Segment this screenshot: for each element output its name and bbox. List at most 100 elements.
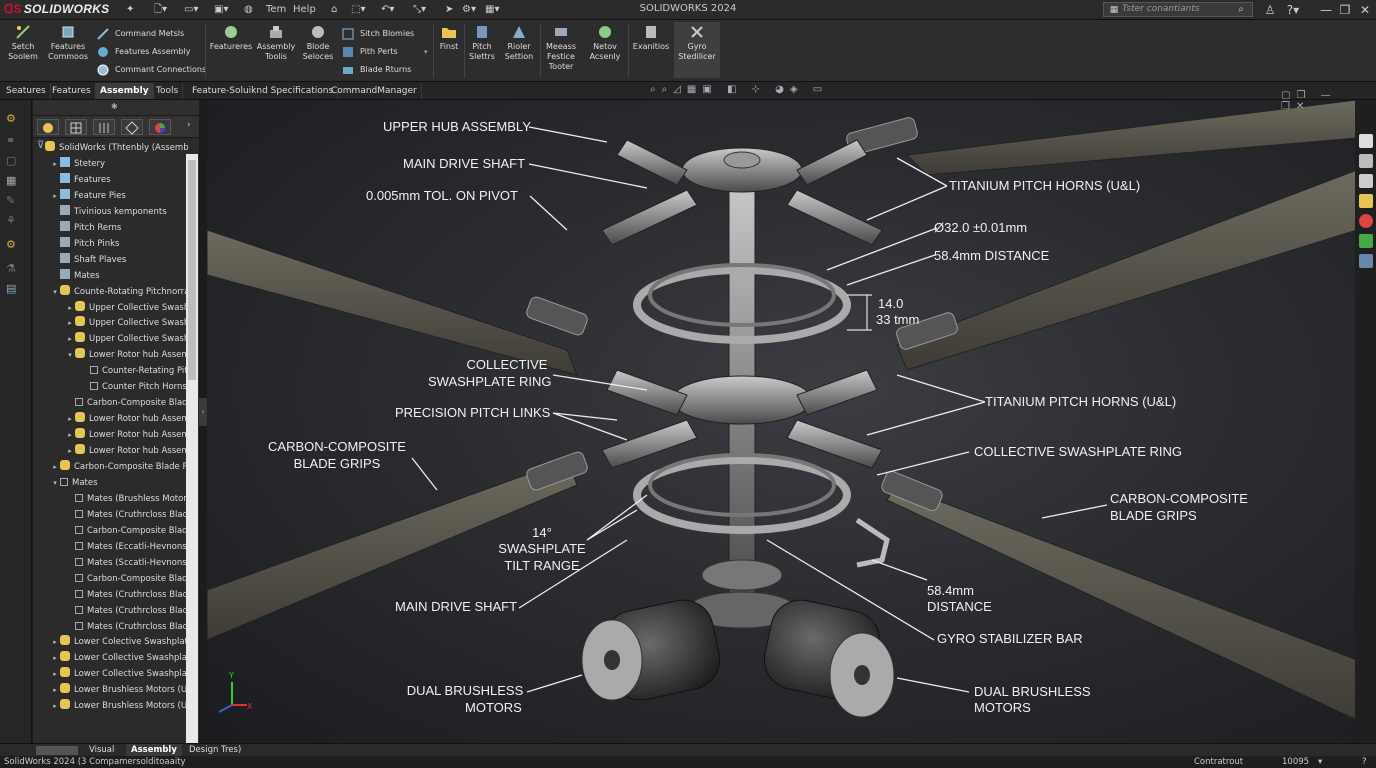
user-icon[interactable]: ♙ [1264, 3, 1276, 17]
tree-scrollbar-thumb[interactable] [188, 160, 196, 380]
expand-arrow-icon[interactable]: ▸ [53, 686, 57, 695]
file-explorer-icon[interactable] [1359, 194, 1373, 208]
select-tool-icon[interactable]: ⤡▾ [413, 4, 427, 15]
expand-arrow-icon[interactable]: ▾ [53, 287, 57, 296]
undo-icon[interactable]: ↶▾ [381, 4, 395, 15]
tab-assembly[interactable]: Assembly [96, 83, 154, 99]
tree-item[interactable]: Pitch Rerns [50, 220, 188, 236]
sketch-button[interactable]: Setch Soolem [4, 24, 42, 62]
home-pane-icon[interactable] [1359, 134, 1373, 148]
rioler-section-button[interactable]: Rioler Settion [502, 24, 536, 62]
design-library-icon[interactable] [1359, 174, 1373, 188]
tree-item[interactable]: ▸Stetery [50, 156, 188, 172]
tree-item[interactable]: Counter Pitch Horns [80, 379, 188, 395]
tree-item[interactable]: ▸Upper Collective Swashpl... [65, 331, 188, 347]
graphics-viewport[interactable]: UPPER HUB ASSEMBLY MAIN DRIVE SHAFT 0.00… [207, 90, 1357, 743]
expand-arrow-icon[interactable]: ▾ [68, 351, 72, 360]
new-file-icon[interactable]: 🗋▾ [154, 4, 168, 15]
bom-icon[interactable]: ▤ [6, 282, 17, 295]
horizontal-scrollbar[interactable] [36, 746, 78, 755]
tree-item[interactable]: ▾Lower Rotor hub Assemb... [65, 347, 188, 363]
panel-more-arrow-icon[interactable]: › [187, 120, 191, 130]
rebuild-icon[interactable]: ⬚▾ [351, 4, 366, 15]
tree-item[interactable]: Mates (Cruthrcloss Blads... [65, 587, 188, 603]
tree-item[interactable]: Counter-Retating Pitc... [80, 363, 188, 379]
explode-icon[interactable]: ⚗ [6, 262, 16, 275]
tree-item[interactable]: Carbon-Composite Blade... [65, 395, 188, 411]
custom-properties-icon[interactable] [1359, 254, 1373, 268]
commant-connections-button[interactable]: Commant Connections [97, 62, 206, 78]
features-commands-button[interactable]: Features Commoos [44, 24, 92, 62]
restore-button[interactable]: ❐ [1339, 3, 1351, 17]
appearance-tab-icon[interactable] [149, 119, 171, 135]
panel-collapse-icon[interactable]: ✱ [111, 102, 118, 111]
exanitios-button[interactable]: Exanitios [630, 24, 672, 52]
bottom-tab-visual[interactable]: Visual [89, 745, 115, 755]
tree-item[interactable]: ▾Mates [50, 475, 188, 491]
gyro-stabilizer-button[interactable]: Gyro Stedilicer [674, 22, 720, 78]
save-icon[interactable]: ▣▾ [214, 4, 229, 15]
status-zoom[interactable]: 10095 [1282, 757, 1310, 767]
globe-icon[interactable]: ◍ [244, 4, 253, 15]
assembly-tool-icon[interactable]: ⚙ [6, 238, 16, 251]
configuration-manager-tab-icon[interactable] [93, 119, 115, 135]
measure-feature-tools-button[interactable]: Meeass Festice Tooter [542, 24, 580, 72]
tree-item[interactable]: SolidWorks (Thtenbly (Assembly... [35, 140, 188, 156]
collapse-panel-icon[interactable]: ‹ [199, 398, 207, 426]
expand-arrow-icon[interactable]: ▸ [53, 654, 57, 663]
tree-item[interactable]: ▸Lower Brushless Motors (UR... [50, 698, 188, 714]
tab-seatures[interactable]: Seatures [2, 83, 51, 99]
finst-button[interactable]: Finst [436, 24, 462, 52]
expand-arrow-icon[interactable]: ▸ [53, 670, 57, 679]
tree-item[interactable]: ▸Lower Collective Swashplats... [50, 650, 188, 666]
sketch-tool-icon[interactable]: ✎ [6, 194, 16, 207]
resources-pane-icon[interactable] [1359, 154, 1373, 168]
tree-item[interactable]: ▸Carbon-Composite Blade Roo... [50, 459, 188, 475]
tree-item[interactable]: Features [50, 172, 188, 188]
tree-item[interactable]: Mates (Sccatli-Hevnonsis... [65, 555, 188, 571]
expand-arrow-icon[interactable]: ▸ [53, 463, 57, 471]
tab-features[interactable]: Features [48, 83, 96, 99]
tab-tools[interactable]: Tools [152, 83, 184, 99]
feature-manager-tab-icon[interactable] [37, 119, 59, 135]
open-folder-icon[interactable]: ▭▾ [184, 4, 199, 15]
blade-selects-button[interactable]: Blode Seloces [299, 24, 337, 62]
tree-item[interactable]: Mates (Cruthrcloss Blade... [65, 507, 188, 523]
smart-mate-icon[interactable]: ⚙ [6, 112, 16, 125]
close-button[interactable]: ✕ [1359, 3, 1371, 17]
expand-arrow-icon[interactable]: ▸ [53, 159, 57, 168]
quick-access-label-help[interactable]: Help [293, 4, 316, 15]
tab-feature-specifications[interactable]: Feature-Soluiknd Specifications [188, 83, 339, 99]
panel-splitter[interactable]: ‹ [199, 100, 207, 743]
stitch-blomies-button[interactable]: Sitch Blomies [342, 26, 414, 42]
minimize-button[interactable]: — [1320, 3, 1332, 17]
pith-perts-button[interactable]: Pith Perts [342, 44, 398, 60]
expand-arrow-icon[interactable]: ▸ [68, 447, 72, 456]
features-assembly-button[interactable]: Features Assembly [97, 44, 191, 60]
bottom-tab-design-tree[interactable]: Design Tres) [189, 745, 242, 755]
expand-arrow-icon[interactable]: ▸ [68, 431, 72, 440]
expand-arrow-icon[interactable]: ▸ [68, 335, 72, 344]
pattern-icon[interactable]: ⚘ [6, 214, 16, 227]
expand-arrow-icon[interactable]: ▸ [53, 638, 57, 647]
tree-item[interactable]: Carbon-Composite Blade... [65, 571, 188, 587]
viewport-window-controls[interactable]: ▢❐ —❐✕ [1281, 90, 1337, 112]
assembly-tools-button[interactable]: Assembly Toolis [255, 24, 297, 62]
expand-arrow-icon[interactable]: ▸ [68, 303, 72, 312]
expand-arrow-icon[interactable]: ▸ [68, 319, 72, 328]
tree-item[interactable]: Mates (Cruthrcloss Blads... [65, 603, 188, 619]
expand-arrow-icon[interactable]: ▸ [53, 702, 57, 711]
dropdown-arrow-icon[interactable]: ▾ [424, 48, 428, 56]
grid-icon[interactable]: ▦▾ [485, 4, 500, 15]
tree-item[interactable]: Tivinious kemponents [50, 204, 188, 220]
tree-item[interactable]: ▸Upper Collective Swashpl... [65, 300, 188, 316]
expand-arrow-icon[interactable]: ▾ [53, 478, 57, 487]
filter-icon[interactable]: ⊽ [37, 140, 45, 151]
options-icon[interactable]: ⚙▾ [462, 4, 476, 15]
tree-item[interactable]: ▸Lower Collective Swashplate... [50, 666, 188, 682]
tree-item[interactable]: Carbon-Composite Blade... [65, 523, 188, 539]
link-icon[interactable]: ⚭ [6, 134, 16, 147]
network-assembly-button[interactable]: Netov Acsenly [584, 24, 626, 62]
tree-item[interactable]: ▸Lower Rotor hub Assemb... [65, 443, 188, 459]
